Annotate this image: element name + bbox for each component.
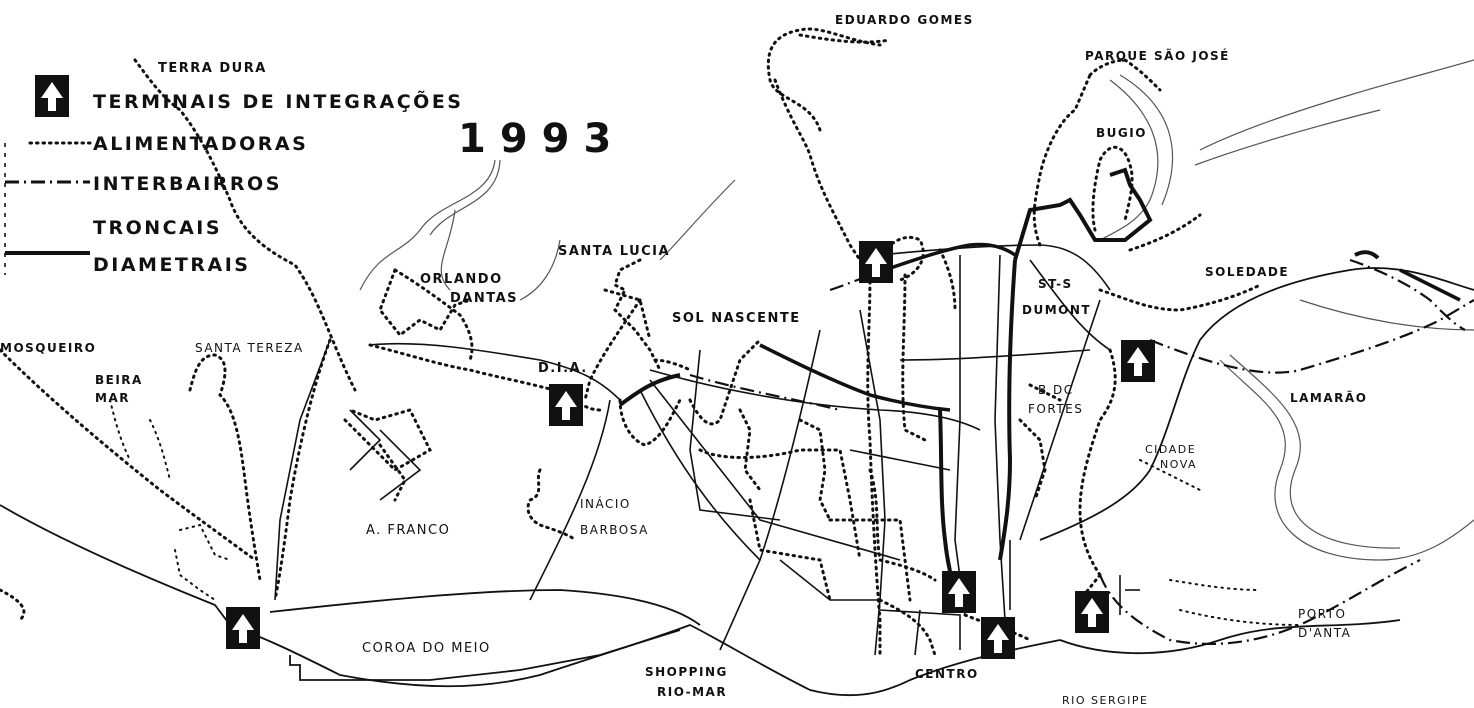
legend-diametrais-label: DIAMETRAIS — [93, 254, 250, 276]
terminal-icon-coroa — [226, 607, 260, 649]
place-b-fortes-1: B DC — [1038, 383, 1074, 397]
legend-troncais-label: TRONCAIS — [93, 217, 222, 239]
place-santa-tereza: SANTA TEREZA — [195, 341, 304, 355]
place-inacio-barbosa-1: INÁCIO — [580, 496, 631, 511]
place-porto-danta-2: D'ANTA — [1298, 626, 1351, 640]
terminal-icon-dia — [549, 384, 583, 426]
place-shopping-2: RIO-MAR — [657, 685, 727, 699]
rivers — [359, 59, 1474, 561]
place-mosqueiro: MOSQUEIRO — [0, 341, 96, 355]
place-coroa-do-meio: COROA DO MEIO — [362, 641, 491, 656]
place-st-dumont-2: DUMONT — [1022, 303, 1091, 317]
place-beira-mar-1: BEIRA — [95, 373, 143, 387]
place-porto-danta-1: PORTO — [1298, 607, 1346, 621]
place-terra-dura: TERRA DURA — [158, 61, 267, 76]
place-a-franco: A. FRANCO — [366, 523, 450, 538]
legend-terminals-label: TERMINAIS DE INTEGRAÇÕES — [93, 89, 464, 113]
place-labels: TERRA DURA EDUARDO GOMES PARQUE SÃO JOSÉ… — [0, 13, 1367, 707]
terminal-icon-rio-sergipe — [1075, 591, 1109, 633]
place-inacio-barbosa-2: BARBOSA — [580, 523, 649, 537]
place-shopping-1: SHOPPING — [645, 665, 728, 679]
streets — [274, 244, 1140, 656]
legend: TERMINAIS DE INTEGRAÇÕES ALIMENTADORAS I… — [4, 75, 464, 276]
terminal-icon-centro-1 — [942, 571, 976, 613]
place-dia: D.I.A. — [538, 361, 588, 376]
place-bugio: BUGIO — [1096, 126, 1147, 140]
place-lamarao: LAMARÃO — [1290, 390, 1367, 405]
place-cidade-nova-2: NOVA — [1160, 458, 1197, 471]
interbairro-routes — [689, 258, 1474, 645]
feeder-routes — [0, 27, 1301, 657]
place-centro: CENTRO — [915, 667, 979, 681]
legend-feeders-label: ALIMENTADORAS — [93, 133, 308, 155]
place-cidade-nova-1: CIDADE — [1145, 443, 1196, 456]
place-beira-mar-2: MAR — [95, 391, 130, 405]
place-orlando-dantas-2: DANTAS — [450, 291, 518, 306]
terminal-icon-centro-2 — [981, 617, 1015, 659]
coastline — [0, 267, 1474, 697]
map-year: 1993 — [458, 116, 625, 162]
place-sol-nascente: SOL NASCENTE — [672, 311, 801, 326]
place-rio-sergipe: RIO SERGIPE — [1062, 694, 1148, 707]
place-st-dumont-1: ST-S — [1038, 277, 1073, 291]
place-santa-lucia: SANTA LUCIA — [558, 244, 670, 259]
place-soledade: SOLEDADE — [1205, 265, 1289, 279]
place-b-fortes-2: FORTES — [1028, 402, 1083, 416]
terminal-icon-b-fortes — [1121, 340, 1155, 382]
diametral-routes — [759, 242, 1461, 412]
place-orlando-dantas-1: ORLANDO — [420, 272, 503, 287]
place-eduardo-gomes: EDUARDO GOMES — [835, 13, 974, 27]
legend-interbairros-label: INTERBAIRROS — [93, 173, 282, 195]
terminal-icon-sol-nascente — [859, 241, 893, 283]
place-parque-sao-jose: PARQUE SÃO JOSÉ — [1085, 48, 1230, 63]
legend-terminal-icon — [35, 75, 69, 117]
